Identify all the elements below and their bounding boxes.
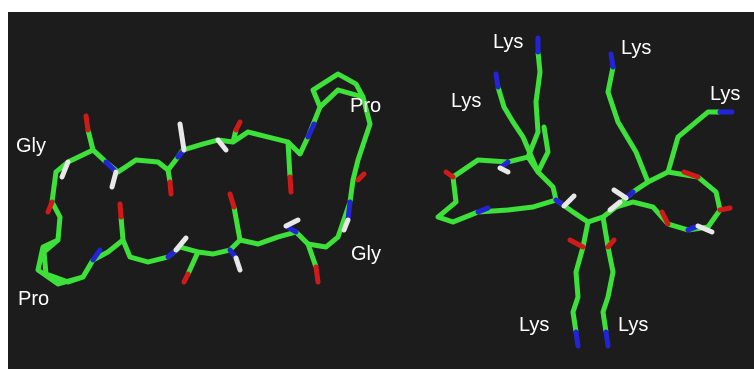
left-oxygen	[355, 171, 367, 183]
right-hydrogen	[497, 165, 511, 175]
lys-amine-n	[608, 51, 616, 70]
right-hydrogen	[695, 223, 715, 235]
left-carbonyl-branch	[85, 127, 96, 153]
left-oxygen	[117, 201, 124, 220]
right-oxygen	[443, 169, 456, 180]
left-oxygen	[313, 264, 321, 285]
left-oxygen	[287, 174, 294, 195]
left-hydrogen	[177, 121, 187, 153]
figure-panel: Gly Pro Pro Gly	[8, 12, 754, 369]
right-hydrogen	[607, 199, 623, 213]
residue-label-pro-right: Pro	[350, 95, 381, 117]
left-nitrogen	[345, 199, 353, 223]
left-nitrogen	[90, 247, 103, 263]
lys-amine-n	[493, 71, 501, 90]
left-backbone-top	[53, 87, 373, 205]
residue-label-lys-upper-right: Lys	[710, 83, 740, 105]
left-proline-ring-right	[310, 71, 366, 110]
right-oxygen	[717, 205, 733, 213]
right-molecule: Lys Lys Lys Lys Lys Lys	[435, 31, 740, 349]
lys-chain-lower-left	[570, 219, 591, 335]
left-oxygen	[167, 179, 174, 197]
left-hydrogen	[283, 217, 301, 229]
lys-amine-n	[573, 329, 581, 349]
right-oxygen	[605, 237, 617, 250]
right-oxygen	[681, 169, 701, 180]
left-carbonyl-branch	[231, 204, 243, 243]
lys-chain-lower-right	[600, 214, 616, 335]
right-hydrogen	[611, 187, 629, 201]
lys-chain-upper-left-3	[535, 124, 551, 175]
residue-label-gly-right: Gly	[351, 243, 381, 265]
lys-amine-n	[603, 329, 611, 349]
residue-label-pro-left: Pro	[18, 288, 49, 310]
left-molecule: Gly Pro Pro Gly	[16, 71, 381, 310]
left-oxygen	[45, 199, 55, 215]
lys-chain-upper-left-2	[495, 84, 541, 175]
left-proline-ring-left	[35, 237, 96, 287]
left-hydrogen	[233, 255, 243, 273]
left-hydrogen	[341, 217, 351, 233]
left-nitrogen	[305, 121, 317, 140]
left-oxygen	[83, 113, 91, 133]
left-hydrogen	[109, 169, 119, 190]
left-carbonyl-branch	[285, 139, 293, 180]
right-oxygen	[567, 237, 586, 250]
residue-label-lys-top-right: Lys	[621, 37, 651, 59]
molecule-diagram: Gly Pro Pro Gly	[16, 31, 740, 349]
residue-label-lys-top-left: Lys	[493, 31, 523, 53]
lys-chain-upper-right-1	[605, 64, 651, 185]
lys-chain-upper-left-1	[525, 49, 543, 160]
left-oxygen	[227, 191, 237, 210]
right-left-ring	[435, 154, 559, 225]
left-carbonyl-branch	[118, 214, 126, 243]
left-hydrogen	[173, 235, 189, 253]
backbone-n	[475, 205, 491, 215]
residue-label-lys-upper-left: Lys	[451, 90, 481, 112]
lys-chain-upper-right-2	[665, 109, 723, 175]
left-oxygen	[233, 119, 243, 133]
right-hydrogen	[561, 193, 577, 209]
left-hydrogen	[59, 159, 71, 180]
residue-label-lys-bottom-left: Lys	[519, 314, 549, 336]
right-oxygen	[659, 209, 671, 227]
left-carbonyl-branch	[185, 249, 201, 277]
left-oxygen	[181, 271, 191, 285]
left-carbonyl-branch	[305, 241, 319, 270]
residue-label-lys-bottom-right: Lys	[618, 314, 648, 336]
left-hydrogen	[215, 137, 229, 153]
residue-label-gly-left: Gly	[16, 135, 46, 157]
